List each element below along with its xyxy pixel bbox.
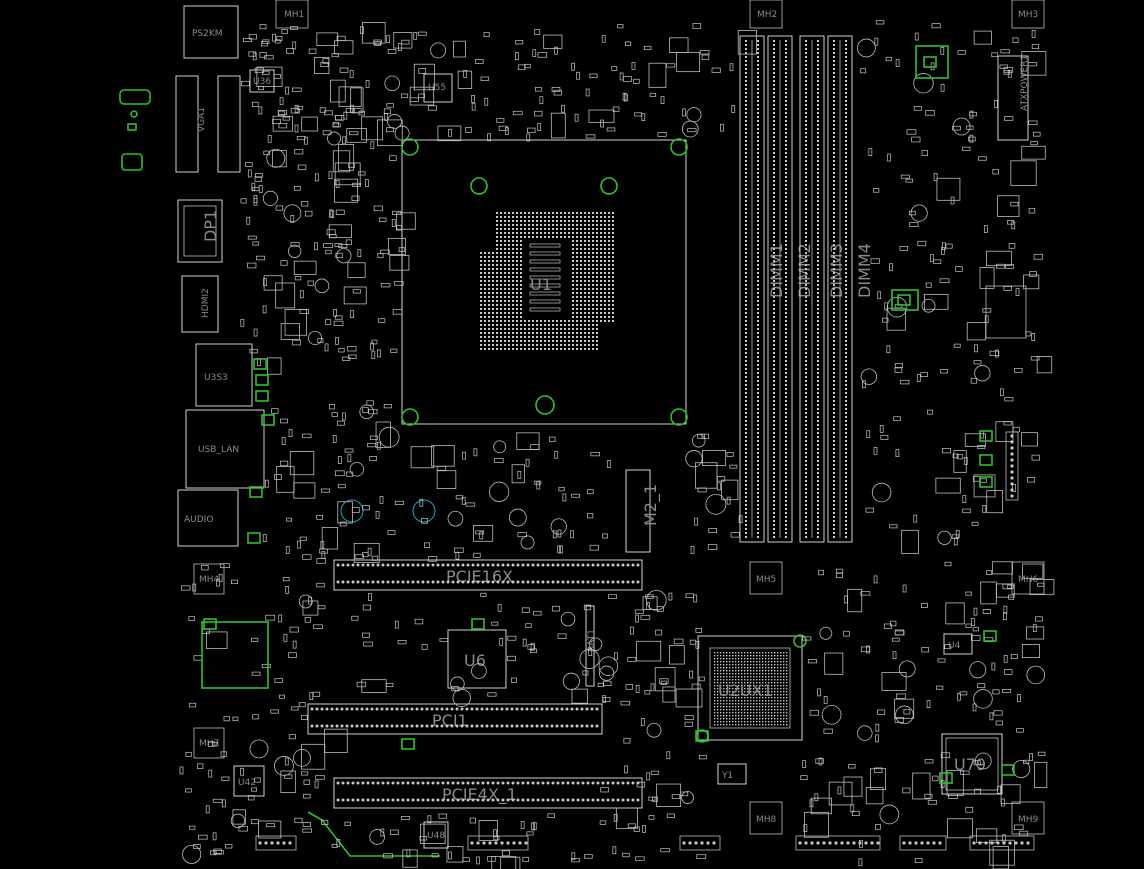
svg-text:MH8: MH8 (756, 815, 777, 825)
svg-text:Y1: Y1 (721, 771, 733, 781)
svg-text:MH2: MH2 (757, 10, 777, 20)
svg-text:U3S3: U3S3 (204, 373, 228, 383)
green-vias (201, 45, 1015, 784)
usb3-connector[interactable]: U3S3 (195, 343, 253, 407)
mounting-hole-mh4[interactable]: MH4 (193, 563, 225, 595)
ps2-connector[interactable]: PS2KM (183, 5, 239, 59)
smd-components (179, 20, 1055, 869)
svg-text:ATXPOWER1: ATXPOWER1 (1020, 55, 1030, 111)
svg-text:AUDIO: AUDIO (184, 515, 213, 525)
atx-power-connector[interactable]: ATXPOWER1 (997, 55, 1030, 141)
cpu-pin-array (480, 212, 614, 350)
chip-u42[interactable]: U42 (233, 765, 265, 797)
svg-text:DIMM2: DIMM2 (795, 243, 814, 298)
chip-u55[interactable]: U55 (423, 73, 453, 103)
svg-text:VGA1: VGA1 (197, 107, 207, 132)
svg-text:U6: U6 (464, 651, 486, 670)
bga-pin-array (714, 652, 788, 726)
crystal-y1[interactable]: Y1 (717, 763, 747, 785)
board-edge-markers (119, 89, 440, 857)
dimm-slot-1[interactable]: DIMM1 (739, 35, 786, 543)
svg-text:DIMM4: DIMM4 (855, 243, 874, 298)
svg-text:U2UX1: U2UX1 (718, 681, 773, 700)
mounting-hole-mh3[interactable]: MH3 (1011, 0, 1045, 29)
svg-text:MH3: MH3 (1018, 10, 1038, 20)
svg-text:BAT1: BAT1 (587, 629, 597, 652)
mounting-hole-mh1[interactable]: MH1 (275, 0, 309, 29)
cpu-socket-u1[interactable]: U1 (401, 139, 687, 425)
dimm-slot-3[interactable]: DIMM3 (799, 35, 846, 543)
usb-lan-connector[interactable]: USB_LAN (185, 409, 265, 489)
svg-text:MH7: MH7 (199, 739, 219, 749)
slot-pin-rows (310, 563, 640, 802)
mounting-hole-mh5[interactable]: MH5 (749, 561, 783, 595)
svg-text:MH9: MH9 (1018, 815, 1039, 825)
svg-text:USB_LAN: USB_LAN (198, 445, 239, 455)
mounting-hole-mh2[interactable]: MH2 (749, 0, 783, 29)
screw-hole-left (340, 499, 364, 523)
chip-u48[interactable]: U48 (423, 821, 449, 849)
svg-text:U55: U55 (428, 83, 446, 93)
dimm-slot-4[interactable]: DIMM4 (827, 35, 874, 543)
svg-text:DIMM3: DIMM3 (827, 243, 846, 298)
svg-text:U42: U42 (238, 778, 256, 788)
hdmi-connector[interactable]: HDMI2 (181, 275, 219, 333)
dimm-pin-rows (745, 40, 847, 538)
cpu-mounting-vias (401, 138, 688, 426)
svg-text:MH1: MH1 (284, 10, 304, 20)
svg-text:HDMI2: HDMI2 (201, 288, 211, 318)
svg-text:M2_1: M2_1 (641, 484, 661, 526)
svg-text:PS2KM: PS2KM (192, 29, 223, 39)
mounting-hole-mh8[interactable]: MH8 (749, 801, 783, 835)
svg-text:DP1: DP1 (201, 210, 220, 242)
mounting-hole-mh6[interactable]: MH6 (1011, 561, 1045, 595)
svg-text:PCIE4X_1: PCIE4X_1 (442, 785, 517, 805)
svg-text:MH5: MH5 (756, 575, 776, 585)
svg-text:U4: U4 (948, 641, 961, 651)
vga-connector[interactable]: VGA1 (175, 75, 241, 173)
svg-text:U1: U1 (530, 275, 552, 294)
svg-text:MH4: MH4 (199, 575, 220, 585)
svg-text:DIMM1: DIMM1 (767, 243, 786, 298)
chip-u36[interactable]: U36 (249, 69, 275, 93)
svg-text:MH6: MH6 (1018, 575, 1039, 585)
svg-text:U79: U79 (954, 755, 986, 774)
svg-text:U48: U48 (427, 831, 445, 841)
audio-connector[interactable]: AUDIO (177, 489, 239, 547)
svg-text:U36: U36 (253, 77, 271, 87)
chipset-u2ux1[interactable]: U2UX1 (695, 634, 807, 743)
screw-hole-right (412, 499, 436, 523)
chip-u79[interactable]: U79 (941, 733, 1003, 795)
mounting-hole-mh7[interactable]: MH7 (193, 727, 225, 759)
battery-bat1[interactable]: BAT1 (585, 605, 597, 687)
m2-slot[interactable]: M2_1 (625, 469, 661, 553)
chip-u6[interactable]: U6 (447, 629, 507, 689)
dp-connector[interactable]: DP1 (177, 199, 223, 263)
chip-u4[interactable]: U4 (943, 633, 973, 655)
